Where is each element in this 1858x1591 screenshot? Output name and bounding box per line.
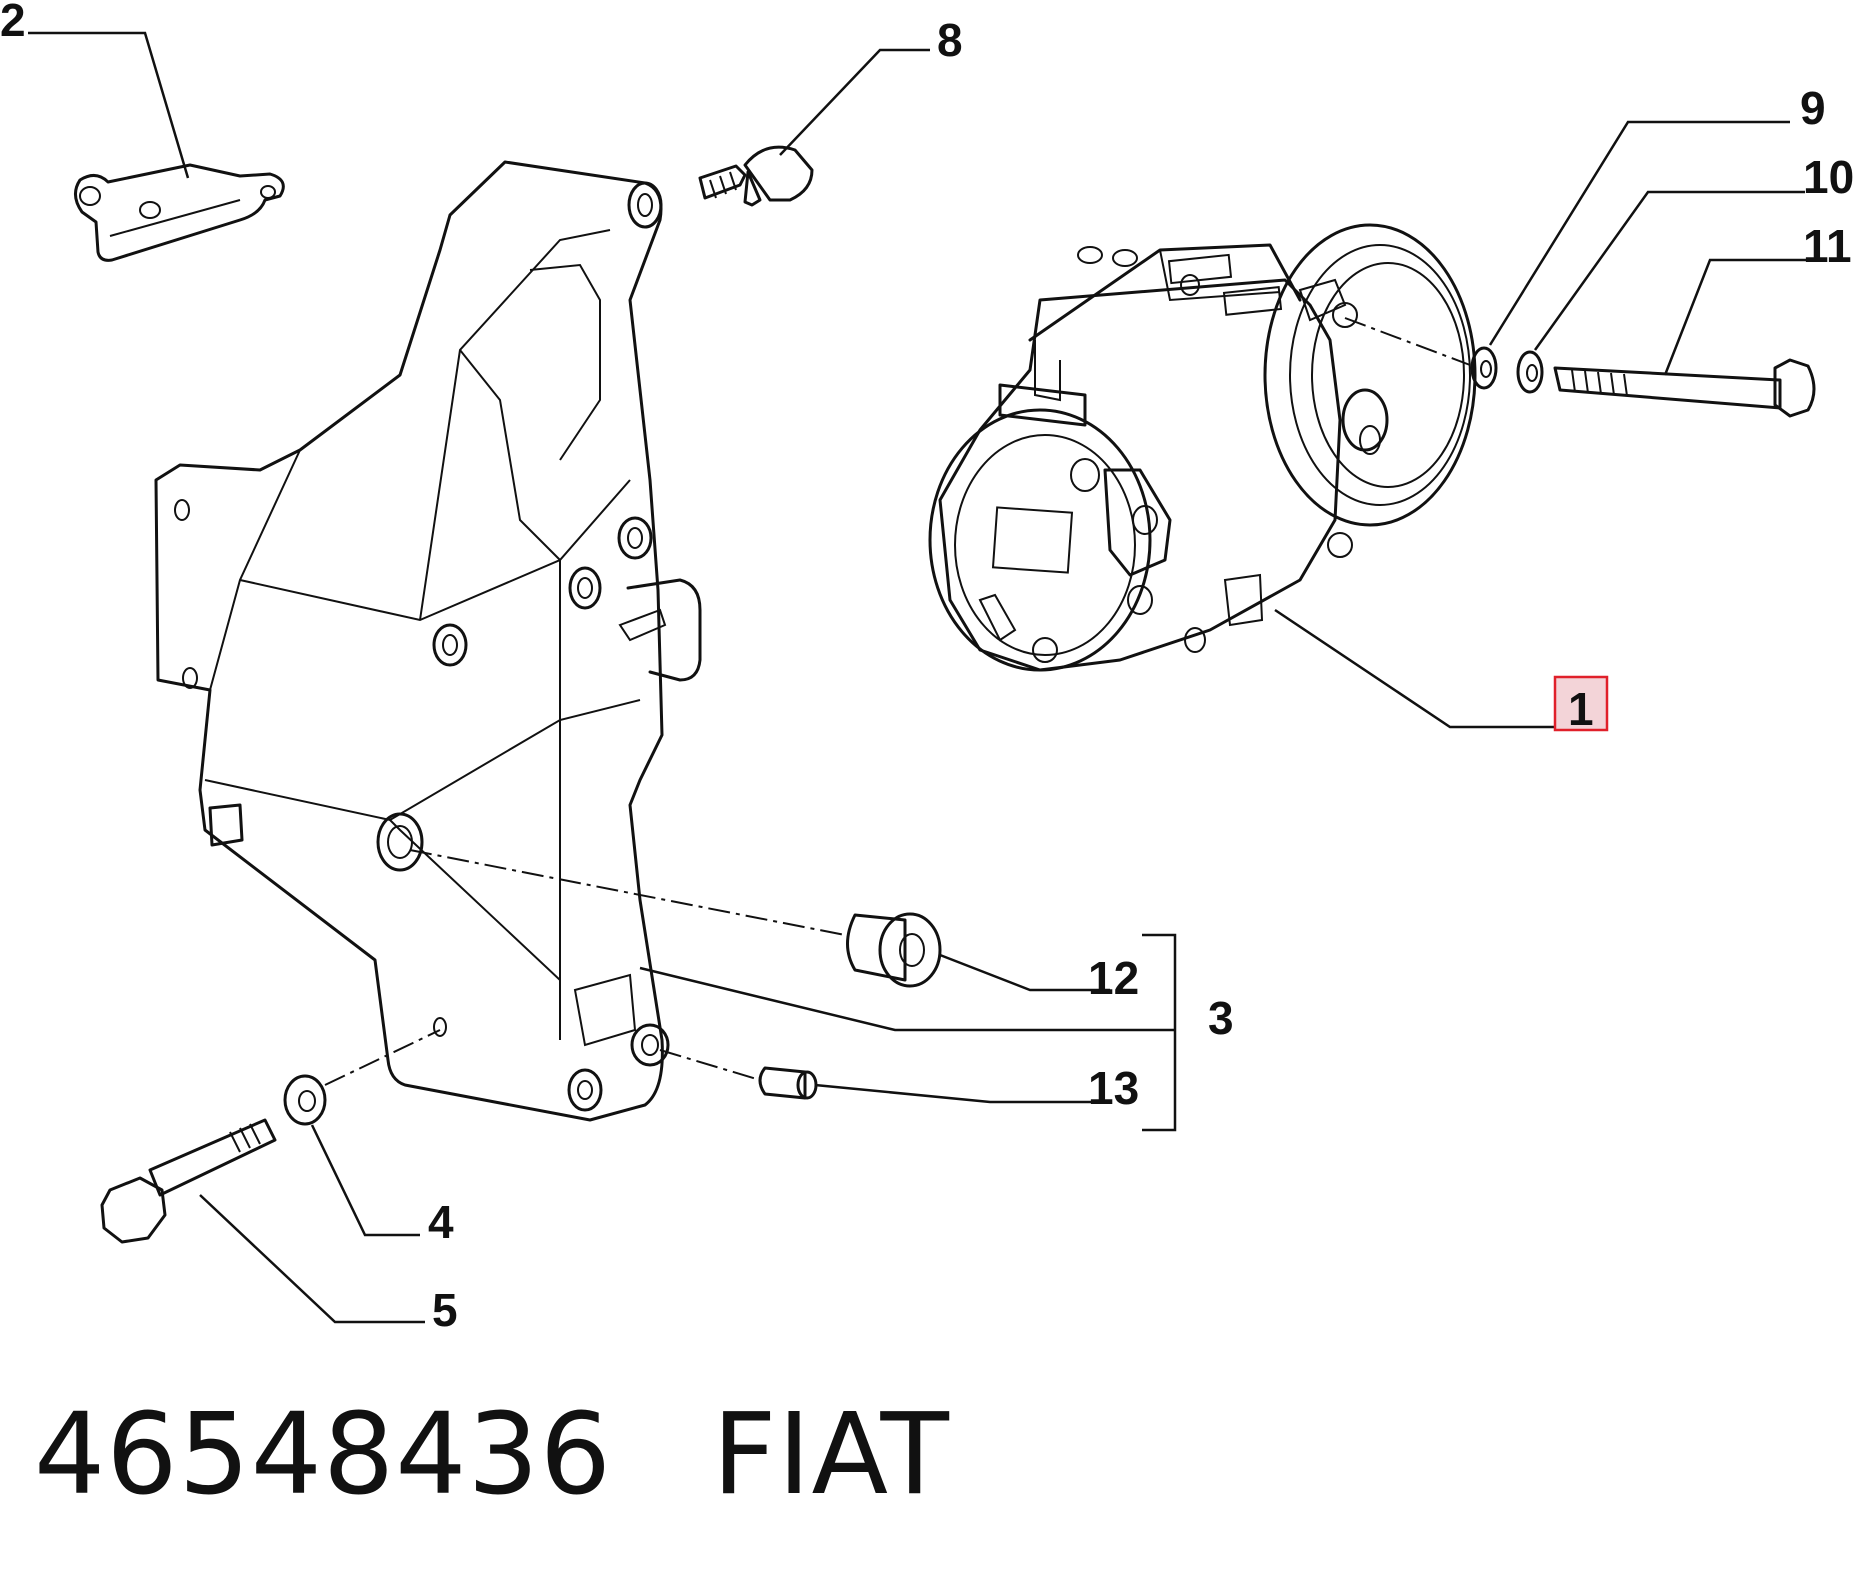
leader-10: [1533, 190, 1805, 351]
leader-11: [1663, 258, 1815, 376]
part-10-washer: [1516, 350, 1544, 394]
part-4-washer: [283, 1074, 327, 1126]
part-number: 46548436: [34, 1390, 613, 1520]
callout-9: 9: [1800, 82, 1826, 134]
brand-name: FIAT: [712, 1390, 950, 1520]
alignment-line-9: [1344, 317, 1471, 366]
leader-2: [28, 31, 190, 179]
callout-8: 8: [937, 14, 963, 66]
leader-13: [814, 1083, 1110, 1104]
alignment-line-4: [324, 1029, 441, 1086]
callout-2: 2: [0, 0, 26, 46]
part-2-bracket-plate: [74, 163, 285, 262]
callout-12: 12: [1088, 952, 1139, 1004]
callout-13: 13: [1088, 1062, 1139, 1114]
highlight-box-1: [1553, 675, 1609, 732]
part-9-washer: [1470, 346, 1498, 390]
part-1-compressor: [928, 223, 1477, 672]
callout-3: 3: [1208, 992, 1234, 1044]
leader-1: [1274, 608, 1565, 729]
group-bracket-3: [1142, 933, 1177, 1132]
callout-5: 5: [432, 1284, 458, 1336]
callout-4: 4: [428, 1196, 454, 1248]
callout-10: 10: [1803, 151, 1854, 203]
leader-3: [639, 966, 1175, 1032]
leader-4: [310, 1124, 420, 1237]
part-8-bolt: [698, 145, 814, 207]
part-3-main-bracket: [154, 160, 702, 1122]
callout-1: 1: [1568, 683, 1594, 735]
alignment-line-13: [659, 1049, 761, 1081]
part-12-bushing: [846, 912, 942, 988]
leader-8: [779, 48, 930, 156]
alignment-line-12: [409, 849, 846, 936]
part-11-bolt: [1553, 358, 1816, 418]
leader-9: [1488, 120, 1790, 346]
part-5-bolt: [100, 1118, 277, 1244]
leader-12: [939, 953, 1110, 992]
leader-5: [199, 1194, 425, 1324]
footer-caption: 46548436 FIAT: [34, 1390, 1050, 1520]
callout-11: 11: [1803, 220, 1852, 272]
part-13-pin: [758, 1066, 818, 1100]
